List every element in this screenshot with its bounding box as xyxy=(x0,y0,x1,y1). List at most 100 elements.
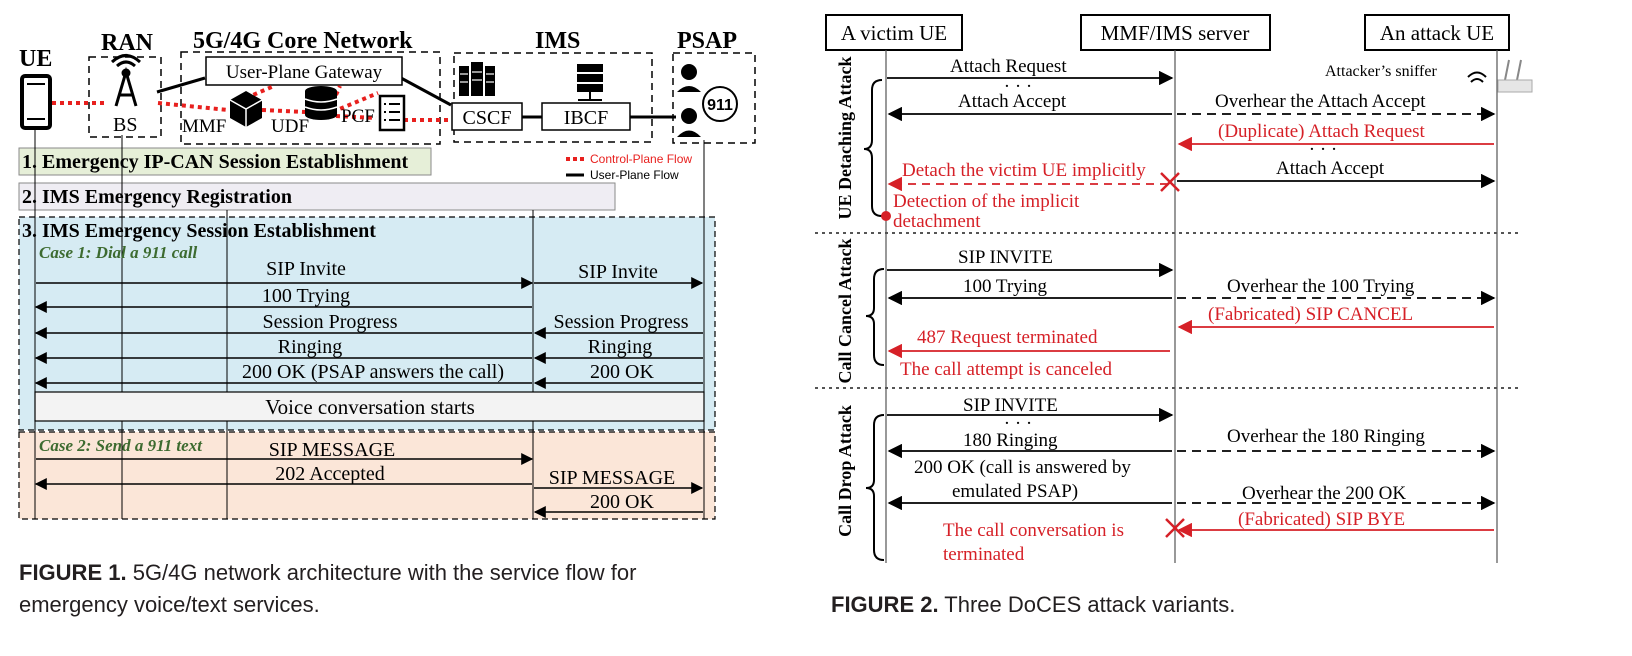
msg-sip-invite-1: SIP Invite xyxy=(266,258,346,280)
detection-dot xyxy=(881,211,891,221)
router-icon xyxy=(1497,59,1533,93)
voice-label: Voice conversation starts xyxy=(265,395,475,419)
label-ran: RAN xyxy=(101,30,154,56)
s1-duplicate-request: (Duplicate) Attach Request xyxy=(1218,121,1426,142)
label-ue: UE xyxy=(19,46,52,72)
s2-canceled: The call attempt is canceled xyxy=(900,359,1113,380)
msg-100-trying: 100 Trying xyxy=(262,285,350,307)
cscf-box xyxy=(451,102,523,131)
msg-session-progress-2: Session Progress xyxy=(553,311,688,333)
legend-control: Control-Plane Flow xyxy=(590,152,692,166)
figure-1-caption-label: FIGURE 1. xyxy=(19,560,127,585)
msg-200-ok-1: 200 OK (PSAP answers the call) xyxy=(242,361,504,383)
ims-box xyxy=(453,52,653,143)
s3-overhear-200: Overhear the 200 OK xyxy=(1242,483,1406,504)
msg-ringing-1: Ringing xyxy=(278,336,342,358)
case2-box xyxy=(18,431,716,520)
header-server: MMF/IMS server xyxy=(1101,21,1250,45)
label-ibcf: IBCF xyxy=(564,107,608,129)
ibcf-box xyxy=(541,102,631,131)
figure-2: A victim UE MMF/IMS server An attack UE … xyxy=(815,14,1533,565)
figure-1-caption: FIGURE 1. 5G/4G network architecture wit… xyxy=(19,557,719,621)
phase3-label: 3. IMS Emergency Session Establishment xyxy=(22,220,376,242)
fig2-lifelines xyxy=(885,50,1498,563)
s3-sip-bye: (Fabricated) SIP BYE xyxy=(1238,509,1405,530)
s2-100-trying: 100 Trying xyxy=(963,276,1047,297)
s1-detection-1: Detection of the implicit xyxy=(893,191,1080,212)
s3-terminated-1: The call conversation is xyxy=(943,520,1124,541)
s2-sip-cancel: (Fabricated) SIP CANCEL xyxy=(1208,304,1413,325)
label-bs: BS xyxy=(113,114,137,136)
label-cscf: CSCF xyxy=(463,107,512,129)
cube-icon xyxy=(229,91,263,127)
sniffer-label: Attacker’s sniffer xyxy=(1325,63,1437,80)
s1-attach-accept-2: Attach Accept xyxy=(1276,158,1385,179)
upg-box xyxy=(205,56,403,86)
figure-2-caption-text: Three DoCES attack variants. xyxy=(944,592,1236,617)
label-upg: User-Plane Gateway xyxy=(226,62,383,83)
s2-487: 487 Request terminated xyxy=(917,327,1098,348)
header-attacker: An attack UE xyxy=(1380,21,1494,45)
case1-title: Case 1: Dial a 911 call xyxy=(39,243,197,262)
911-badge: 911 xyxy=(702,86,738,122)
server-rack-icon xyxy=(459,62,495,96)
msg-200-ok-2: 200 OK xyxy=(590,361,654,383)
section-call-drop: Call Drop Attack xyxy=(835,405,855,537)
s3-180-ringing: 180 Ringing xyxy=(963,430,1058,451)
legend: Control-Plane Flow User-Plane Flow xyxy=(566,152,692,182)
policy-doc-icon xyxy=(378,94,406,132)
server-stack-icon xyxy=(577,64,603,101)
msg-202-accepted: 202 Accepted xyxy=(275,463,384,485)
s3-200-ok-2: emulated PSAP) xyxy=(952,481,1078,502)
label-core: 5G/4G Core Network xyxy=(193,28,413,54)
s1-ellipsis-2: · · · xyxy=(1309,139,1337,160)
figure-1-caption-text: 5G/4G network architecture with the serv… xyxy=(19,560,637,617)
phase2-label: 2. IMS Emergency Registration xyxy=(22,186,292,208)
msg-sip-invite-2: SIP Invite xyxy=(578,261,658,283)
phase1-label: 1. Emergency IP-CAN Session Establishmen… xyxy=(22,151,408,173)
s2-overhear: Overhear the 100 Trying xyxy=(1227,276,1415,297)
label-udf: UDF xyxy=(271,116,309,137)
figure-2-caption: FIGURE 2. Three DoCES attack variants. xyxy=(831,589,1531,621)
header-victim: A victim UE xyxy=(841,21,947,45)
psap-box xyxy=(672,52,756,144)
section-call-cancel: Call Cancel Attack xyxy=(835,239,855,384)
wifi-icon xyxy=(1467,71,1487,83)
s3-200-ok-1: 200 OK (call is answered by xyxy=(914,457,1131,478)
database-icon xyxy=(304,86,338,120)
s2-sip-invite: SIP INVITE xyxy=(958,247,1053,268)
msg-sip-message-2: SIP MESSAGE xyxy=(549,467,676,489)
lifelines xyxy=(34,130,705,519)
figure-1: UE RAN 5G/4G Core Network IMS PSAP xyxy=(18,28,756,520)
msg-sip-message-1: SIP MESSAGE xyxy=(269,439,396,461)
s3-terminated-2: terminated xyxy=(943,544,1025,565)
header-victim-box xyxy=(825,14,963,51)
case2-title: Case 2: Send a 911 text xyxy=(39,436,203,455)
s3-sip-invite: SIP INVITE xyxy=(963,395,1058,416)
legend-user: User-Plane Flow xyxy=(590,168,679,182)
s1-attach-request: Attach Request xyxy=(950,56,1067,77)
phase2-box xyxy=(18,182,616,211)
s1-detach: Detach the victim UE implicitly xyxy=(902,160,1146,181)
msg-200-ok-3: 200 OK xyxy=(590,491,654,513)
s1-ellipsis-1: · · · xyxy=(1004,76,1032,97)
s1-attach-accept: Attach Accept xyxy=(958,91,1067,112)
header-attacker-box xyxy=(1364,14,1510,51)
label-ims: IMS xyxy=(535,28,580,54)
s1-detection-2: detachment xyxy=(893,211,981,232)
label-psap: PSAP xyxy=(677,28,737,54)
s3-ellipsis: · · · xyxy=(1004,413,1032,434)
x-mark-icon xyxy=(1160,172,1180,192)
s1-overhear: Overhear the Attach Accept xyxy=(1215,91,1426,112)
voice-box xyxy=(34,391,705,422)
svg-text:911: 911 xyxy=(707,97,733,114)
msg-session-progress-1: Session Progress xyxy=(262,311,397,333)
x-mark-icon-2 xyxy=(1165,518,1185,538)
section-ue-detaching: UE Detaching Attack xyxy=(835,57,855,220)
phone-icon xyxy=(20,74,52,130)
tower-icon xyxy=(110,54,142,107)
phase1-box xyxy=(18,147,432,176)
braces xyxy=(863,79,885,561)
s3-overhear-180: Overhear the 180 Ringing xyxy=(1227,426,1425,447)
